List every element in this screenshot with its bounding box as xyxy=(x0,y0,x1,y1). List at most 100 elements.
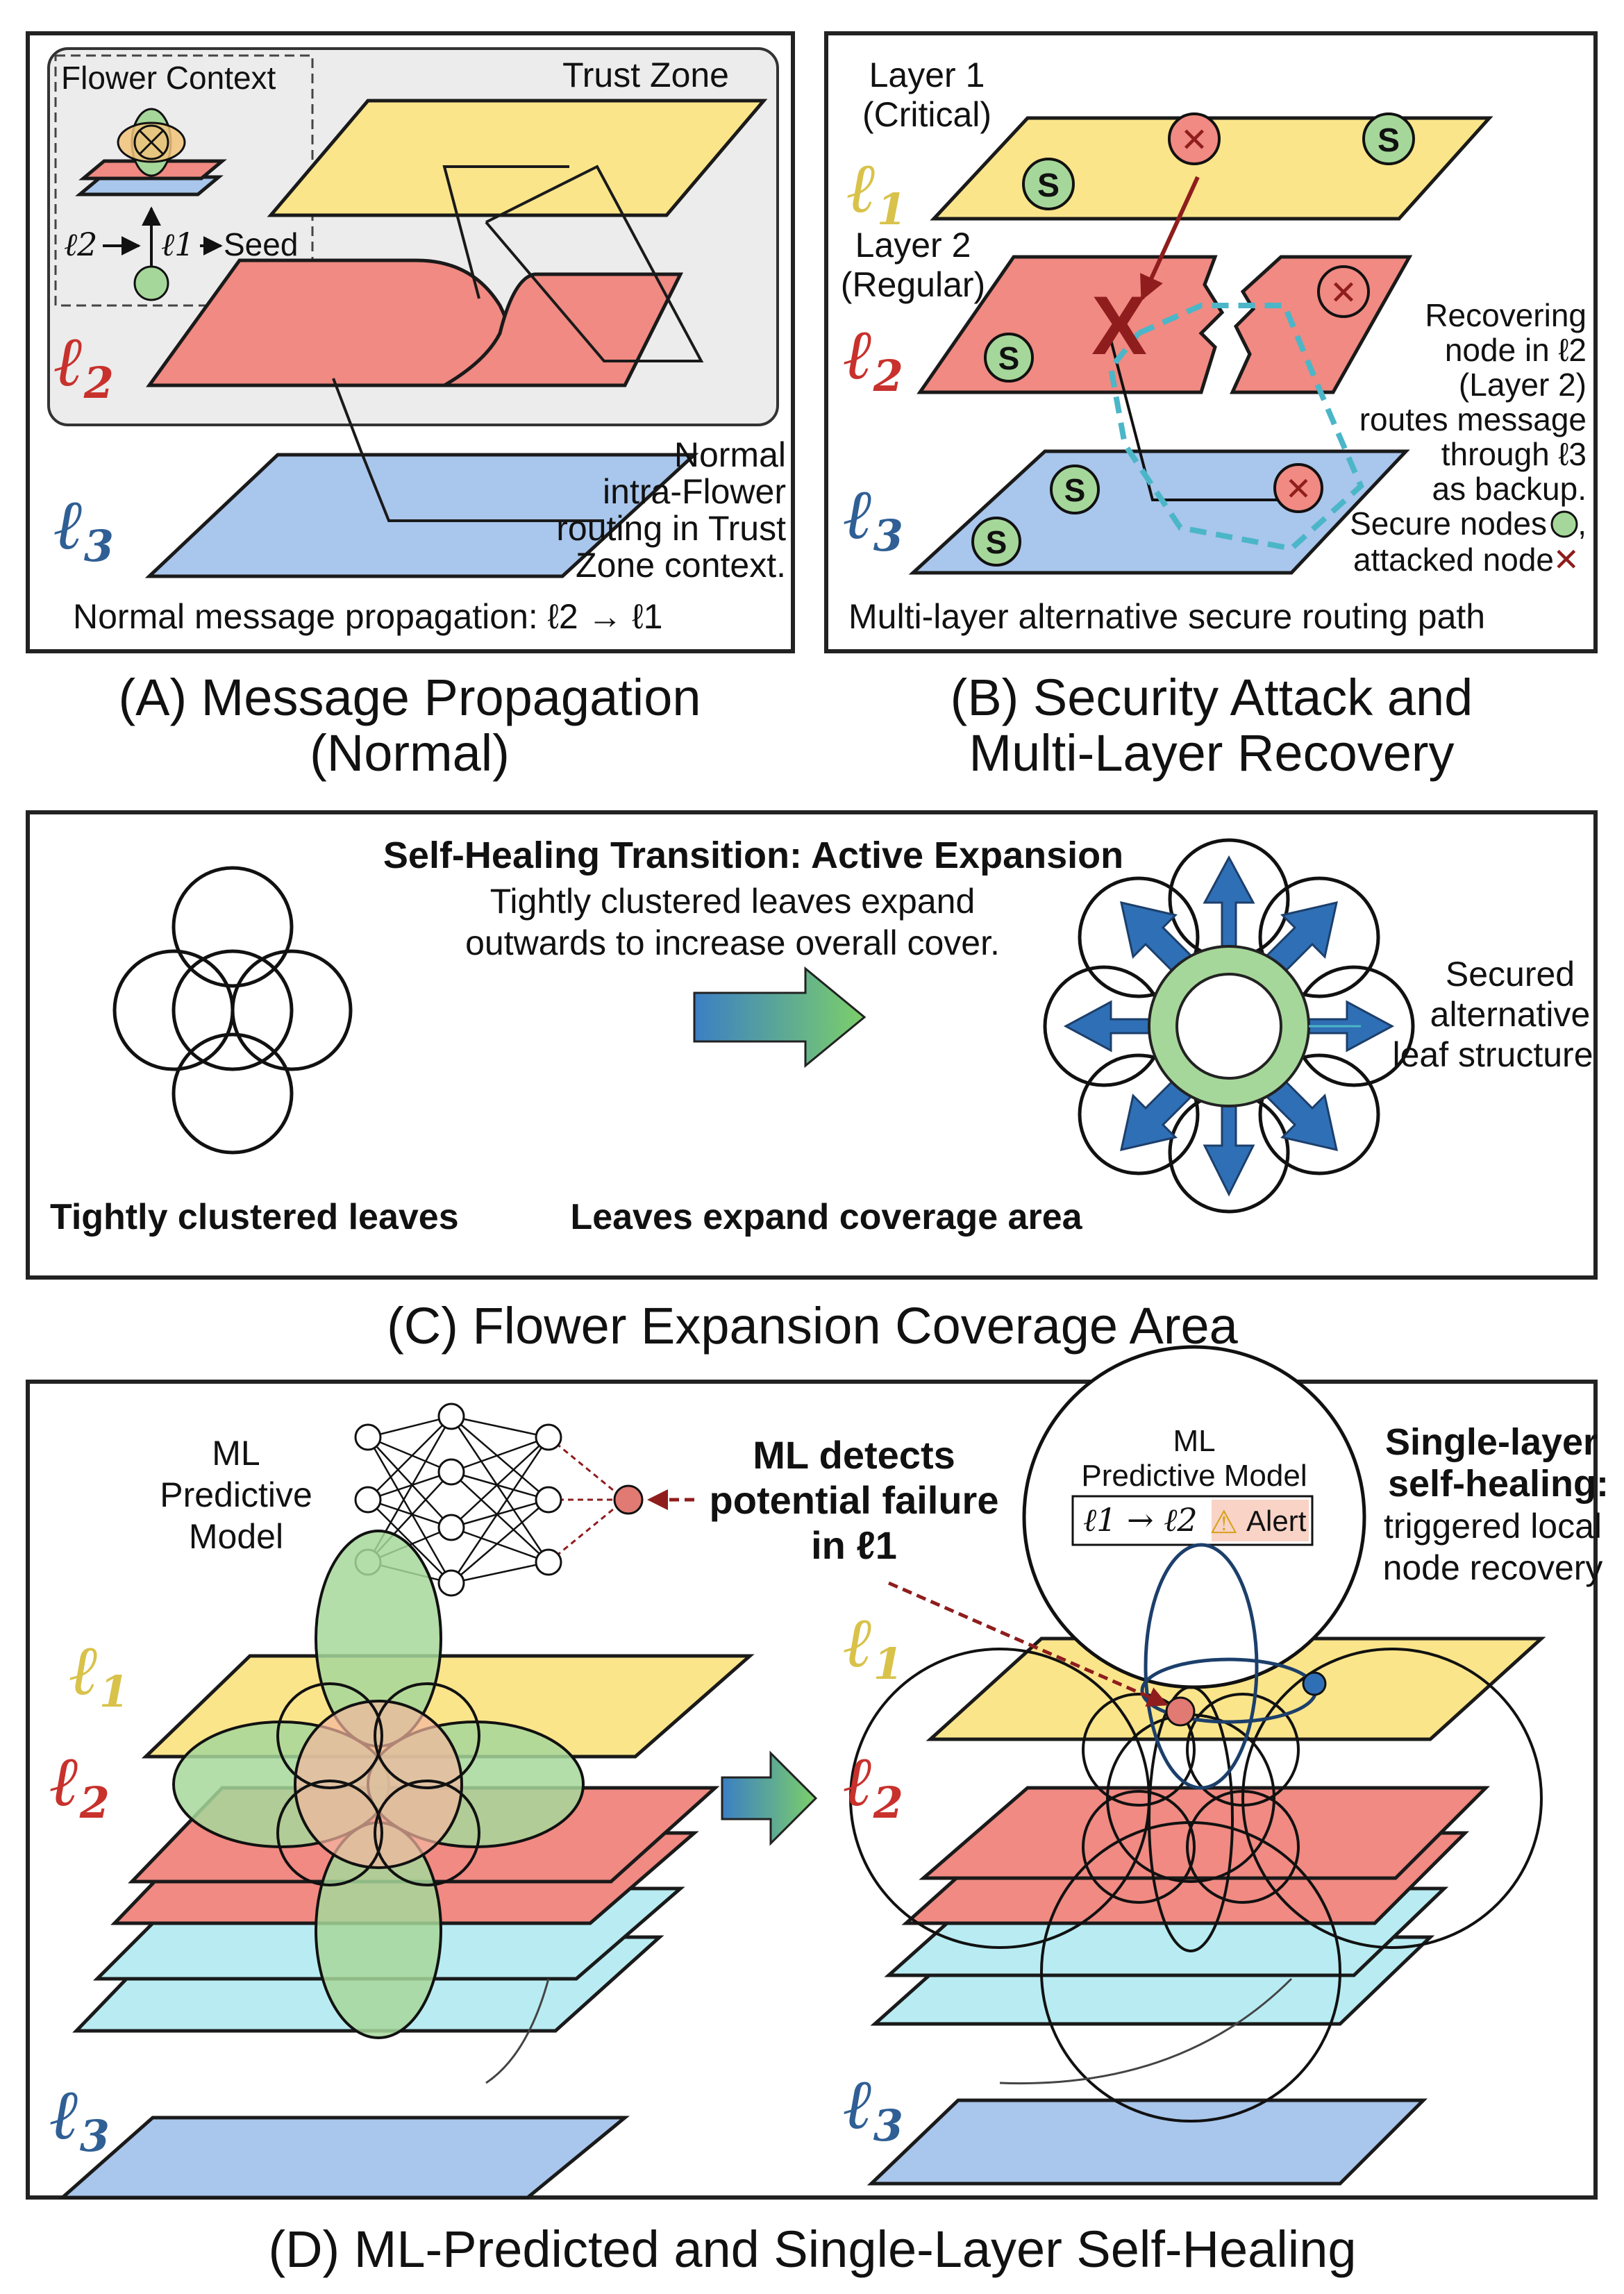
svg-text:✕: ✕ xyxy=(1330,275,1357,312)
d-left-ell2: ℓ2 xyxy=(50,1740,110,1828)
d-healing-1: Single-layer xyxy=(1385,1421,1598,1463)
a-caption-1: (A) Message Propagation xyxy=(118,669,701,726)
svg-text:in ℓ1: in ℓ1 xyxy=(811,1523,897,1567)
a-plane-blue xyxy=(144,453,699,578)
d-failure-arrow xyxy=(887,1581,1169,1707)
b-attacked-node: ✕ xyxy=(1168,112,1221,165)
a-route-3 xyxy=(332,378,604,522)
svg-text:Model: Model xyxy=(189,1517,283,1556)
b-big-x: X xyxy=(1091,279,1147,372)
d-right-link xyxy=(999,1977,1293,2085)
b-legend-attack-icon: ✕ xyxy=(1552,542,1580,578)
a-caption-2: (Normal) xyxy=(310,724,510,782)
d-right-plane-yellow xyxy=(926,1636,1546,1741)
b-route-black xyxy=(1110,340,1284,501)
d-detects-1: ML detects xyxy=(753,1433,955,1477)
d-right-plane-blue xyxy=(867,2098,1428,2186)
a-note: Normal intra-Flower routing in Trust Zon… xyxy=(556,435,786,585)
svg-text:Predictive: Predictive xyxy=(160,1475,312,1514)
svg-text:(Critical): (Critical) xyxy=(862,95,991,134)
panel-d: ML Predictive Model ML detects pote xyxy=(26,1345,1609,2278)
d-left-plane-blue xyxy=(58,2116,630,2200)
d-ml-model-1: ML xyxy=(212,1434,260,1473)
d-recovery-node xyxy=(1302,1671,1327,1696)
warning-icon: ⚠ xyxy=(1209,1504,1238,1540)
panel-b-frame xyxy=(824,31,1598,653)
inset-l1-label: ℓ1 xyxy=(161,226,194,263)
flower-context-label: Flower Context xyxy=(61,60,276,96)
a-plane-red-right xyxy=(437,272,684,387)
c-right-label-2: alternative xyxy=(1430,995,1591,1034)
svg-text:routes message: routes message xyxy=(1359,401,1587,437)
d-right-ell1: ℓ1 xyxy=(844,1601,903,1689)
svg-text:Recovering: Recovering xyxy=(1425,297,1587,333)
b-secure-node: S xyxy=(1362,112,1415,165)
b-attack-arrow xyxy=(1140,176,1200,301)
ring-inner-edge xyxy=(1175,973,1282,1080)
b-attacked-node: ✕ xyxy=(1273,463,1323,513)
c-title: Self-Healing Transition: Active Expansio… xyxy=(383,835,1123,876)
inset-flower xyxy=(117,108,186,177)
b-attacked-node: ✕ xyxy=(1317,265,1370,318)
d-alert-bg xyxy=(1212,1500,1309,1541)
svg-text:intra-Flower: intra-Flower xyxy=(603,472,786,511)
d-left-link xyxy=(485,1978,550,2084)
a-footer: Normal message propagation: ℓ2 → ℓ1 xyxy=(73,597,662,636)
d-alert-label: Alert xyxy=(1246,1505,1307,1537)
d-caption: (D) ML-Predicted and Single-Layer Self-H… xyxy=(268,2220,1356,2278)
inset-l2-label: ℓ2 xyxy=(64,226,97,263)
svg-text:attacked node: attacked node xyxy=(1353,542,1554,578)
svg-text:,: , xyxy=(1577,505,1587,542)
svg-text:S: S xyxy=(1037,167,1060,204)
d-right-ell3: ℓ3 xyxy=(844,2063,903,2151)
svg-text:through ℓ3: through ℓ3 xyxy=(1441,436,1587,472)
panel-b: Layer 1 (Critical) Layer 2 (Regular) ℓ1 … xyxy=(824,31,1598,782)
svg-text:S: S xyxy=(986,524,1007,560)
b-plane-red-right xyxy=(1230,255,1413,394)
a-ell3: ℓ3 xyxy=(54,483,114,571)
c-transition-arrow xyxy=(693,966,867,1069)
svg-text:S: S xyxy=(998,340,1020,376)
b-secure-node: S xyxy=(1050,464,1100,514)
svg-text:routing in Trust: routing in Trust xyxy=(556,509,786,548)
d-left-flower xyxy=(172,1530,585,2039)
a-plane-yellow xyxy=(267,99,768,217)
c-subtitle-1: Tightly clustered leaves expand xyxy=(490,882,976,921)
b-secure-node: S xyxy=(984,333,1034,383)
d-right-plane-red-1 xyxy=(919,1786,1491,1880)
b-ell3: ℓ3 xyxy=(844,473,903,561)
b-route-backup xyxy=(1107,303,1364,552)
svg-text:Normal: Normal xyxy=(674,435,786,474)
svg-text:(Layer 2): (Layer 2) xyxy=(1459,367,1587,403)
d-left-ell1: ℓ1 xyxy=(69,1629,129,1717)
d-bubble-formula: ℓ1 → ℓ2 xyxy=(1083,1501,1198,1539)
d-right-flower xyxy=(849,1648,1543,2123)
b-ell2: ℓ2 xyxy=(844,313,903,401)
svg-text:Secure nodes: Secure nodes xyxy=(1350,505,1547,542)
c-left-label: Tightly clustered leaves xyxy=(50,1197,459,1237)
svg-text:Zone context.: Zone context. xyxy=(576,546,786,585)
inset-seed-label: Seed xyxy=(224,226,298,262)
b-footer: Multi-layer alternative secure routing p… xyxy=(848,597,1485,636)
svg-text:self-healing:: self-healing: xyxy=(1388,1463,1609,1505)
d-orbit-1 xyxy=(1144,1543,1259,1790)
svg-text:node recovery: node recovery xyxy=(1383,1548,1603,1587)
d-transition-arrow xyxy=(721,1750,818,1846)
d-right-ell2: ℓ2 xyxy=(844,1740,903,1828)
svg-text:potential failure: potential failure xyxy=(710,1478,999,1522)
svg-text:node in ℓ2: node in ℓ2 xyxy=(1445,332,1587,368)
b-layer2-title: Layer 2 xyxy=(855,226,971,265)
svg-text:triggered local: triggered local xyxy=(1384,1507,1602,1546)
seed-node xyxy=(133,265,169,301)
panel-d-frame xyxy=(26,1380,1598,2200)
panel-c-frame xyxy=(26,810,1598,1280)
panel-a: Trust Zone Flower Context ℓ2 ℓ1 Seed ℓ2 … xyxy=(26,31,795,782)
d-left-ell3: ℓ3 xyxy=(50,2073,110,2161)
svg-text:as backup.: as backup. xyxy=(1432,471,1587,507)
clustered-leaves xyxy=(112,866,353,1155)
svg-text:S: S xyxy=(1064,472,1086,508)
svg-text:S: S xyxy=(1378,122,1400,159)
b-secure-node: S xyxy=(1022,158,1075,210)
b-ell1: ℓ1 xyxy=(847,146,907,235)
